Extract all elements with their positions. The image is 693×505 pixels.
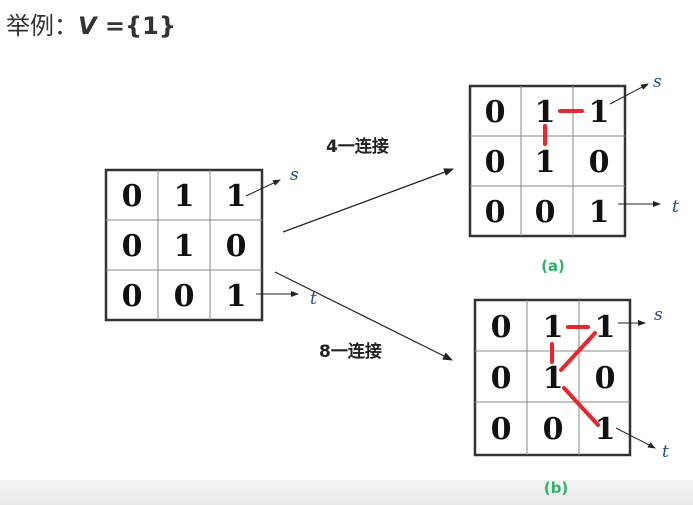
source-grid-border: [104, 168, 264, 322]
source-s-label: s: [290, 165, 299, 185]
source-grid: 0 1 1 0 1 0 0 0 1 s t: [104, 165, 317, 322]
source-cell: 0: [174, 279, 195, 314]
grid-a-t-label: t: [672, 197, 679, 217]
grid-a-cell: 1: [589, 195, 610, 230]
grid-b-cell: 0: [595, 361, 616, 396]
source-cell: 1: [174, 229, 195, 264]
grid-a-cell: 0: [485, 195, 506, 230]
grid-b-caption: (b): [544, 479, 568, 497]
bottom-strip: [0, 480, 693, 505]
title-prefix: 举例：: [6, 12, 78, 40]
grid-b-border: [473, 298, 632, 457]
source-cell: 0: [122, 279, 143, 314]
source-s-pointer: [245, 179, 281, 197]
title-variable: V: [78, 12, 97, 40]
grid-a-border: [468, 84, 627, 238]
grid-a-s-label: s: [653, 72, 662, 92]
source-cell: 0: [122, 179, 143, 214]
grid-a-cell: 1: [535, 95, 556, 130]
grid-b-cell: 1: [595, 412, 616, 447]
grid-b-t-pointer: [615, 427, 656, 449]
grid-b-s-label: s: [654, 305, 663, 325]
grid-b: 0 1 1 0 1 0 0 0 1 s t (b): [473, 298, 669, 497]
source-t-label: t: [310, 289, 317, 309]
source-cell: 0: [226, 229, 247, 264]
source-cell: 0: [122, 229, 143, 264]
grid-a-cell: 0: [485, 145, 506, 180]
grid-b-cell: 1: [543, 361, 564, 396]
arrow-4-connectivity: [282, 168, 454, 233]
grid-a-cell: 0: [485, 95, 506, 130]
grid-a-cell: 1: [589, 95, 610, 130]
grid-b-cell: 1: [543, 310, 564, 345]
grid-a-cell: 1: [535, 145, 556, 180]
arrow-8-connectivity: [274, 271, 453, 361]
grid-b-path-diagonal-down: [562, 386, 600, 427]
grid-a: 0 1 1 0 1 0 0 0 1 s t (a): [468, 72, 679, 275]
grid-a-cell: 0: [535, 195, 556, 230]
grid-b-cell: 0: [491, 310, 512, 345]
grid-a-cell: 0: [589, 145, 610, 180]
grid-b-cell: 0: [491, 412, 512, 447]
grid-b-cell: 0: [543, 412, 564, 447]
title-set: ={1}: [96, 12, 176, 40]
grid-a-s-pointer: [609, 83, 649, 105]
grid-b-cell: 1: [595, 310, 616, 345]
grid-a-caption: (a): [541, 257, 565, 275]
arrow-8-label: 8一连接: [319, 341, 382, 362]
grid-b-t-label: t: [662, 442, 669, 462]
grid-b-cell: 0: [491, 361, 512, 396]
source-cell: 1: [226, 279, 247, 314]
arrow-4-label: 4一连接: [326, 136, 389, 157]
source-cell: 1: [174, 179, 195, 214]
page-title: 举例：V ={1}: [6, 6, 176, 41]
grid-b-path-diagonal-up: [559, 331, 597, 372]
source-cell: 1: [226, 179, 247, 214]
